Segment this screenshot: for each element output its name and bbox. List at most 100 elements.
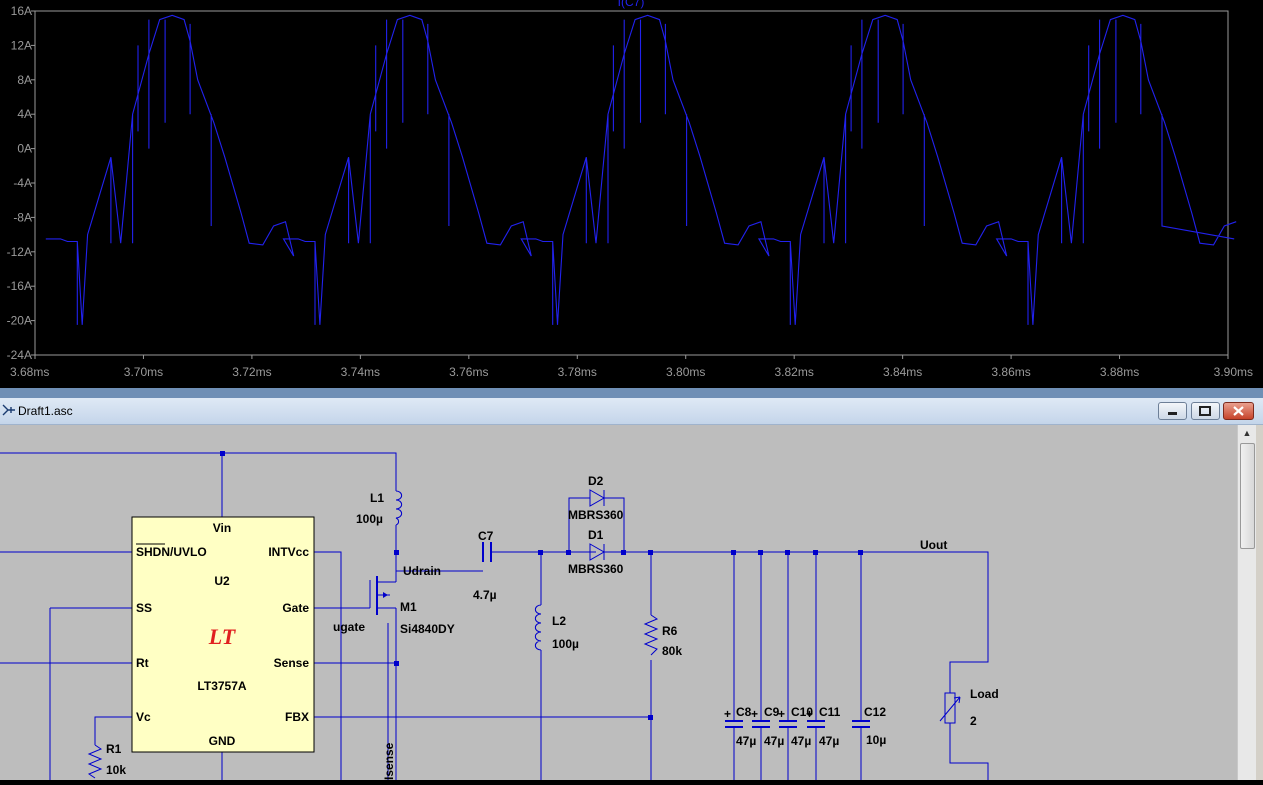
- svg-text:+: +: [778, 707, 785, 721]
- resistor-r6[interactable]: R6 80k: [643, 614, 682, 658]
- schematic-canvas[interactable]: Vin SHDN/UVLO SS Rt Vc INTVcc Gate Sense…: [0, 425, 1237, 780]
- inductor-l2[interactable]: L2 100µ: [534, 604, 579, 651]
- ic-pin-gate: Gate: [282, 601, 309, 615]
- x-tick-label: 3.72ms: [232, 365, 271, 379]
- load-value: 2: [970, 714, 977, 728]
- x-tick-label: 3.76ms: [449, 365, 488, 379]
- schematic-window[interactable]: Draft1.asc: [0, 398, 1263, 780]
- vertical-scrollbar[interactable]: ▲: [1237, 425, 1256, 780]
- c11-name: C11: [819, 705, 841, 719]
- r1-name: R1: [106, 742, 122, 756]
- r6-name: R6: [662, 624, 678, 638]
- x-tick-label: 3.84ms: [883, 365, 922, 379]
- window-title: Draft1.asc: [18, 404, 73, 418]
- y-tick-label: -24A: [7, 348, 32, 362]
- m1-name: M1: [400, 600, 417, 614]
- schematic-icon: [2, 404, 15, 416]
- scroll-up-icon[interactable]: ▲: [1242, 428, 1252, 438]
- minimize-button[interactable]: [1158, 402, 1187, 420]
- diode-d2[interactable]: D2 MBRS360: [568, 474, 624, 522]
- diode-d1[interactable]: D1 MBRS360: [568, 528, 624, 576]
- net-isense: Isense: [382, 742, 396, 780]
- x-tick-label: 3.86ms: [991, 365, 1030, 379]
- m1-value: Si4840DY: [400, 622, 455, 636]
- x-tick-label: 3.82ms: [775, 365, 814, 379]
- ic-pin-intvcc: INTVcc: [268, 545, 309, 559]
- y-tick-label: 0A: [17, 142, 32, 156]
- schematic-drawing[interactable]: Vin SHDN/UVLO SS Rt Vc INTVcc Gate Sense…: [0, 425, 1237, 780]
- x-tick-label: 3.80ms: [666, 365, 705, 379]
- junctions: [220, 451, 863, 720]
- ic-name: U2: [214, 574, 230, 588]
- l1-name: L1: [370, 491, 384, 505]
- c8-name: C8: [736, 705, 752, 719]
- r6-value: 80k: [662, 644, 682, 658]
- x-tick-label: 3.74ms: [341, 365, 380, 379]
- inductor-l1[interactable]: L1 100µ: [356, 490, 403, 526]
- y-tick-label: 8A: [17, 73, 32, 87]
- capacitor-bank[interactable]: + + + + C8 47µ C9 47µ C10 47µ C11 47µ C1…: [724, 705, 886, 748]
- minimize-icon: [1168, 412, 1177, 415]
- window-titlebar[interactable]: Draft1.asc: [0, 398, 1263, 425]
- ic-pin-rt: Rt: [136, 656, 149, 670]
- trace-i-c7: [45, 14, 1237, 325]
- ic-pin-top: Vin: [213, 521, 231, 535]
- svg-text:+: +: [724, 707, 731, 721]
- y-tick-label: -16A: [7, 279, 32, 293]
- y-tick-label: -12A: [7, 245, 32, 259]
- d2-name: D2: [588, 474, 604, 488]
- c7-value: 4.7µ: [473, 588, 497, 602]
- close-icon: [1233, 406, 1244, 416]
- y-tick-label: -4A: [13, 176, 32, 190]
- x-tick-label: 3.88ms: [1100, 365, 1139, 379]
- plot-frame: [34, 10, 1229, 356]
- svg-text:+: +: [751, 707, 758, 721]
- resistor-load[interactable]: Load 2: [939, 687, 999, 728]
- mosfet-m1[interactable]: M1 Si4840DY ugate: [333, 571, 455, 636]
- ic-part: LT3757A: [197, 679, 246, 693]
- ic-pin-sense: Sense: [274, 656, 310, 670]
- d1-name: D1: [588, 528, 604, 542]
- y-tick-label: 4A: [17, 107, 32, 121]
- y-tick-label: -20A: [7, 314, 32, 328]
- net-ugate: ugate: [333, 620, 365, 634]
- linear-logo: LT: [208, 624, 237, 649]
- net-uout: Uout: [920, 538, 947, 552]
- window-edge: [1256, 425, 1263, 780]
- wires: [0, 452, 989, 780]
- x-tick-label: 3.68ms: [10, 365, 49, 379]
- l2-value: 100µ: [552, 637, 579, 651]
- c7-name: C7: [478, 529, 494, 543]
- close-button[interactable]: [1223, 402, 1254, 420]
- d1-value: MBRS360: [568, 562, 624, 576]
- c9-value: 47µ: [764, 734, 784, 748]
- r1-value: 10k: [106, 763, 126, 777]
- ic-pin-vc: Vc: [136, 710, 151, 724]
- c12-value: 10µ: [866, 733, 886, 747]
- capacitor-c7[interactable]: C7 4.7µ: [473, 529, 497, 602]
- net-udrain: Udrain: [403, 564, 441, 578]
- d2-value: MBRS360: [568, 508, 624, 522]
- x-tick-label: 3.78ms: [558, 365, 597, 379]
- c8-value: 47µ: [736, 734, 756, 748]
- pane-divider[interactable]: [0, 388, 1263, 398]
- svg-text:+: +: [806, 707, 813, 721]
- load-name: Load: [970, 687, 999, 701]
- waveform-plot[interactable]: I(C7) 16A12A8A4A0A-4A-8A-12A-16A-20A-24A…: [0, 0, 1263, 388]
- resistor-r1[interactable]: R1 10k: [87, 742, 126, 779]
- trace-title: I(C7): [618, 0, 645, 9]
- c9-name: C9: [764, 705, 780, 719]
- ic-pin-gnd: GND: [209, 734, 236, 748]
- ic-u2[interactable]: Vin SHDN/UVLO SS Rt Vc INTVcc Gate Sense…: [131, 516, 315, 753]
- ic-pin-fbx: FBX: [285, 710, 309, 724]
- restore-button[interactable]: [1191, 402, 1220, 420]
- c10-name: C10: [791, 705, 813, 719]
- ic-pin-ss: SS: [136, 601, 152, 615]
- l1-value: 100µ: [356, 512, 383, 526]
- restore-icon: [1199, 406, 1211, 416]
- scroll-thumb[interactable]: [1240, 443, 1255, 549]
- l2-name: L2: [552, 614, 566, 628]
